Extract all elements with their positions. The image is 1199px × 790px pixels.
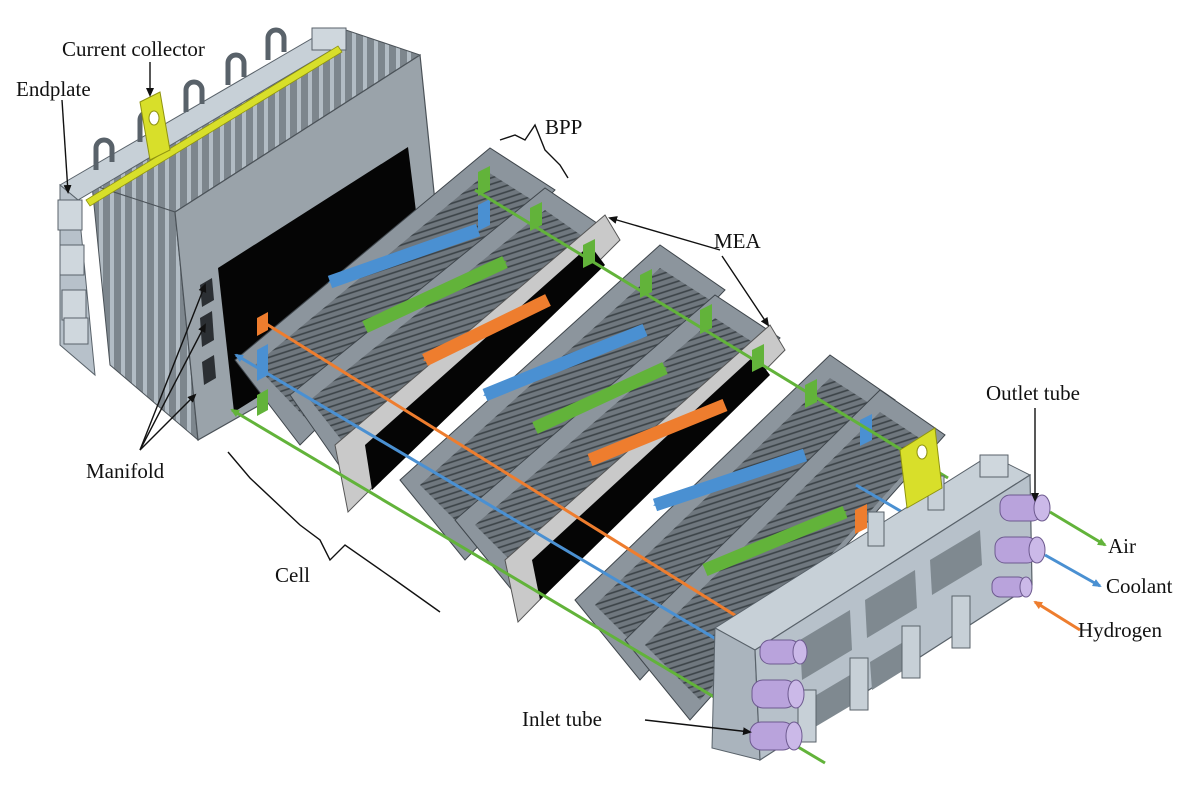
right-current-collector <box>899 427 943 509</box>
label-outlet-tube: Outlet tube <box>986 381 1080 405</box>
endplate <box>57 27 347 377</box>
right-endplate <box>711 454 1033 762</box>
outlet-flow-arrows <box>1033 510 1107 632</box>
label-mea: MEA <box>714 229 762 253</box>
labels: Current collector Endplate BPP MEA Manif… <box>16 37 1173 731</box>
label-endplate: Endplate <box>16 77 91 101</box>
assembled-stack <box>57 27 446 442</box>
label-inlet-tube: Inlet tube <box>522 707 602 731</box>
label-manifold: Manifold <box>86 459 165 483</box>
label-coolant: Coolant <box>1106 574 1173 598</box>
inlet-tubes <box>749 639 808 751</box>
stack-manifold-holes <box>200 278 216 385</box>
label-bpp: BPP <box>545 115 582 139</box>
outlet-tubes <box>991 494 1051 598</box>
flow-arrows-on-plates <box>327 223 848 577</box>
label-hydrogen: Hydrogen <box>1078 618 1162 642</box>
label-current-collector: Current collector <box>62 37 205 61</box>
label-cell: Cell <box>275 563 310 587</box>
leader-lines <box>61 62 1039 736</box>
label-air: Air <box>1108 534 1136 558</box>
